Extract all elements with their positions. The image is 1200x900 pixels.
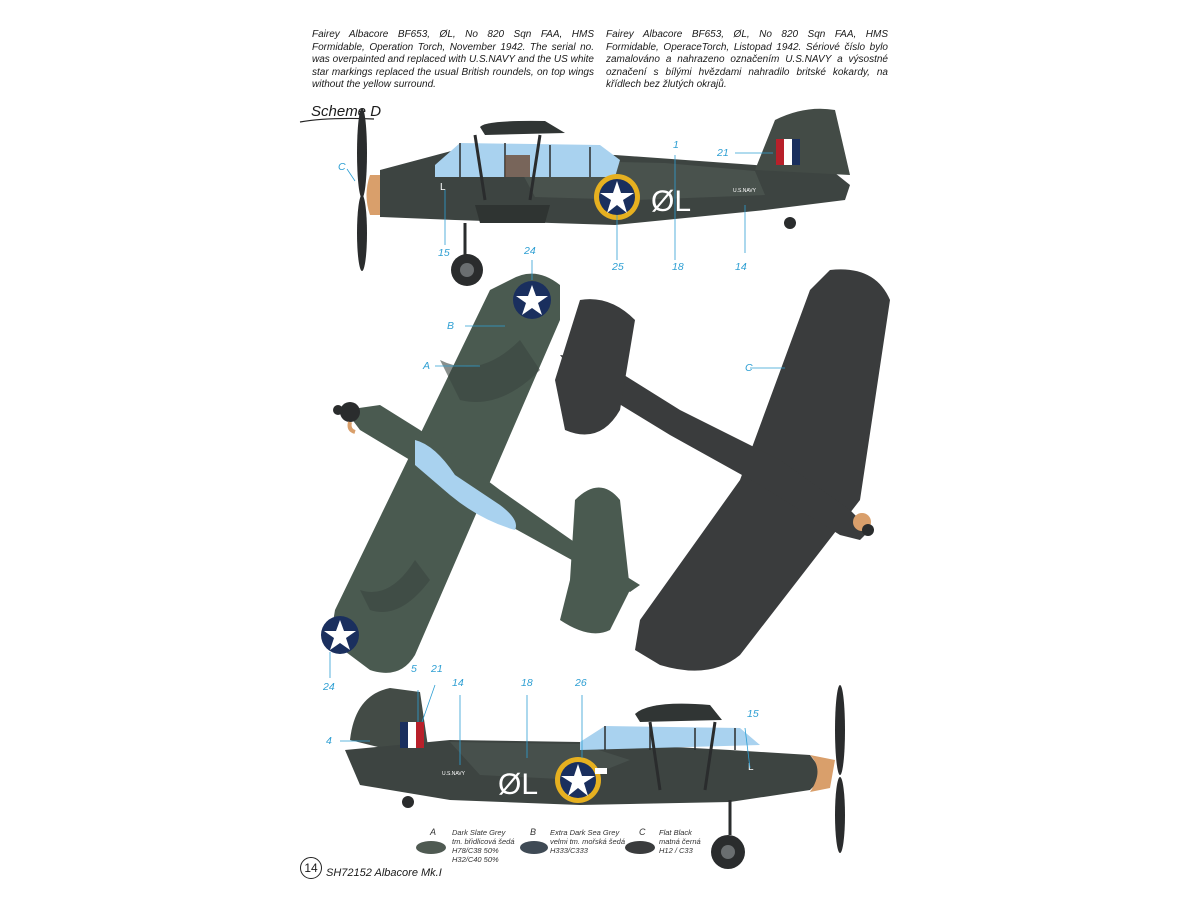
star-roundel-top (594, 174, 640, 220)
wing-star-lower (321, 616, 359, 654)
callout-bottom-21: 21 (431, 663, 443, 675)
swatch-b-label3: H333/C333 (550, 846, 588, 855)
upper-wing-top (480, 120, 565, 135)
swatch-c-label1: Flat Black (659, 828, 692, 837)
callout-top-21: 21 (717, 147, 729, 159)
canopy-bottom (580, 726, 760, 750)
landing-gear-top (451, 217, 796, 286)
propeller-top (357, 108, 367, 271)
callout-plan-24-top: 24 (524, 245, 536, 257)
swatch-a-chip (416, 841, 446, 854)
callout-bottom-18: 18 (521, 677, 533, 689)
landing-gear-bottom (402, 796, 745, 869)
swatch-b-letter: B (530, 827, 537, 837)
swatch-a-label2: tm. břidlicová šedá (452, 837, 515, 846)
wing-star-upper (513, 281, 551, 319)
callout-bottom-5: 5 (411, 663, 417, 675)
navy-text-top: U.S.NAVY (733, 188, 757, 194)
upper-wing-bottom (635, 703, 722, 722)
fin-flash-bottom (400, 722, 424, 748)
svg-text:L: L (748, 762, 754, 773)
callout-bottom-4: 4 (326, 735, 332, 747)
callout-top-1: 1 (673, 139, 679, 151)
fin-flash-top (776, 139, 800, 165)
callout-top-18: 18 (672, 261, 684, 273)
swatch-b-label1: Extra Dark Sea Grey (550, 828, 620, 837)
side-view-starboard: ØL U.S.NAVY L (340, 684, 845, 869)
swatch-a-label1: Dark Slate Grey (452, 828, 506, 837)
callout-plan-a: A (423, 360, 431, 372)
callout-top-25: 25 (612, 261, 624, 273)
caption-czech: Fairey Albacore BF653, ØL, No 820 Sqn FA… (606, 29, 888, 91)
caption-english: Fairey Albacore BF653, ØL, No 820 Sqn FA… (312, 29, 594, 91)
tailplane-plan (560, 487, 630, 634)
plan-view-underside (555, 269, 890, 671)
svg-text:L: L (440, 182, 446, 193)
swatch-c-letter: C (639, 827, 646, 837)
spinner-top (366, 175, 383, 215)
callout-top-c: C (338, 161, 346, 173)
scheme-underline (299, 117, 375, 123)
swatch-c-label2: matná černá (659, 837, 701, 846)
swatch-a-letter: A (430, 827, 437, 837)
code-letters-bottom: ØL (498, 768, 538, 801)
tail-fin-top (755, 108, 850, 175)
spinner-bottom (810, 755, 835, 792)
page-number: 14 (300, 857, 322, 879)
callout-plan-24-bottom: 24 (323, 681, 335, 693)
kit-title: SH72152 Albacore Mk.I (326, 867, 442, 879)
callout-top-14: 14 (735, 261, 747, 273)
callout-bottom-14: 14 (452, 677, 464, 689)
callout-plan-b: B (447, 320, 455, 332)
plan-view-upper (321, 260, 640, 678)
callout-bottom-15: 15 (747, 708, 759, 720)
swatch-b-label2: velmi tm. mořská šedá (550, 837, 626, 846)
callout-plan-c: C (745, 362, 753, 374)
swatch-a-label3: H78/C38 50% (452, 846, 499, 855)
swatch-c-chip (625, 841, 655, 854)
swatch-c-label3: H12 / C33 (659, 846, 693, 855)
propeller-bottom (835, 685, 845, 853)
code-letters-top: ØL (651, 185, 691, 218)
navy-text-bottom: U.S.NAVY (442, 771, 466, 777)
underside-fuselage-plan (560, 355, 870, 540)
swatch-b-chip (520, 841, 548, 854)
lower-wing-top (475, 205, 550, 223)
side-view-port: ØL U.S.NAVY L (346, 108, 850, 286)
callout-top-15: 15 (438, 247, 450, 259)
callout-bottom-26: 26 (575, 677, 587, 689)
underside-tailplane-plan (555, 299, 635, 435)
star-roundel-bottom (555, 757, 601, 803)
swatch-a-label4: H32/C40 50% (452, 855, 499, 864)
